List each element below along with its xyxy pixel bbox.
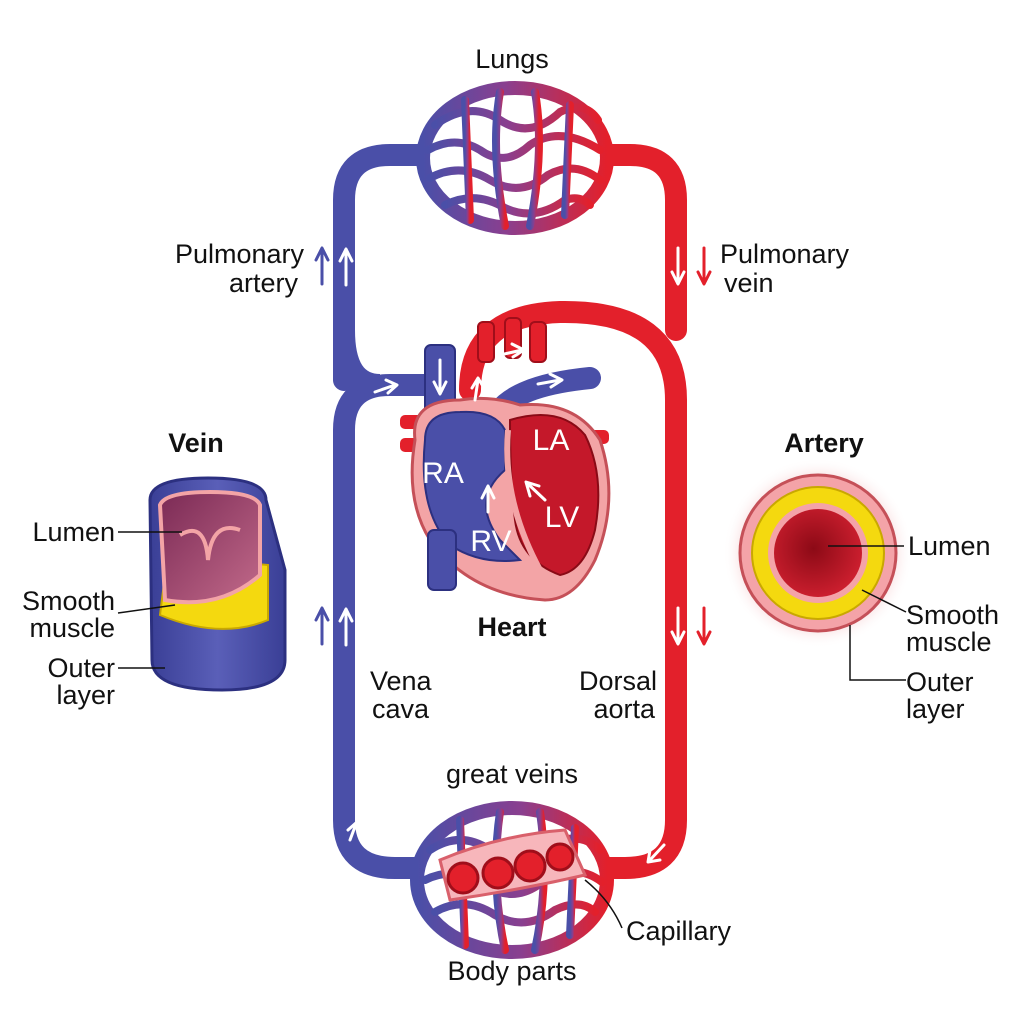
pulmonary-artery-label-line1: Pulmonary [175,239,305,269]
down-arrow-icon [432,358,448,396]
chamber-ra-label: RA [422,457,464,490]
great-veins-label: great veins [446,759,578,789]
red-blood-cell [513,849,547,883]
vena-cava-junction [333,329,381,396]
up-arrow-icon [314,606,330,646]
up-arrow-icon [338,607,354,647]
pulmonary-artery-label-line2: artery [229,268,299,298]
red-blood-cell [446,861,480,895]
artery-outer-layer-label-line2: layer [906,694,965,724]
pulmonary-circuit [333,144,687,391]
capillary-label: Capillary [626,916,732,946]
red-blood-cell [481,856,515,890]
pulmonary-vein-label-line1: Pulmonary [720,239,850,269]
capillary-tube [438,828,588,902]
vein-outer-layer-label-line1: Outer [47,653,115,683]
pulmonary-vein-vessel [579,144,687,341]
leader-lines [117,531,907,929]
artery-lumen-label: Lumen [908,531,991,561]
lung-capillary-bed [416,81,614,235]
heart [400,317,611,602]
up-arrow-icon [480,484,496,514]
red-blood-cell [545,842,575,872]
vein-title: Vein [168,428,224,458]
artery-smooth-muscle-label-line2: muscle [906,627,992,657]
artery-title: Artery [784,428,864,458]
inferior-vena-cava [427,529,457,591]
down-arrow-icon [696,606,712,646]
chamber-rv-label: RV [470,525,511,558]
vein-smooth-muscle-label-line2: muscle [29,613,115,643]
chamber-lv-label: LV [545,501,579,534]
vein-cross-section [148,476,287,692]
up-arrow-icon [314,246,330,286]
down-arrow-icon [696,246,712,286]
up-arrow-icon [338,247,354,287]
vena-cava-label-line1: Vena [370,666,433,696]
body-capillary-bed [410,801,614,959]
artery-lumen [774,509,862,597]
right-heart [422,410,523,562]
lungs-label: Lungs [475,44,549,74]
pulmonary-vein-label-line2: vein [724,268,774,298]
flow-arrows [314,246,712,864]
down-arrow-icon [670,246,686,286]
vein-outer-layer-label-line2: layer [56,680,115,710]
heart-label: Heart [477,612,546,642]
chamber-la-label: LA [533,424,570,457]
pulmonary-artery-vessel [333,144,451,391]
dorsal-aorta-label-line2: aorta [593,694,656,724]
body-parts-label: Body parts [447,956,576,986]
down-arrow-icon [670,606,686,646]
artery-outer-layer-label-line1: Outer [906,667,974,697]
dorsal-aorta-label-line1: Dorsal [579,666,657,696]
vein-lumen-label: Lumen [32,517,115,547]
artery-cross-section [723,458,913,648]
artery-smooth-muscle-label-line1: Smooth [906,600,999,630]
vena-cava-label-line2: cava [372,694,430,724]
vein-valve [178,526,241,561]
vein-smooth-muscle-label-line1: Smooth [22,586,115,616]
